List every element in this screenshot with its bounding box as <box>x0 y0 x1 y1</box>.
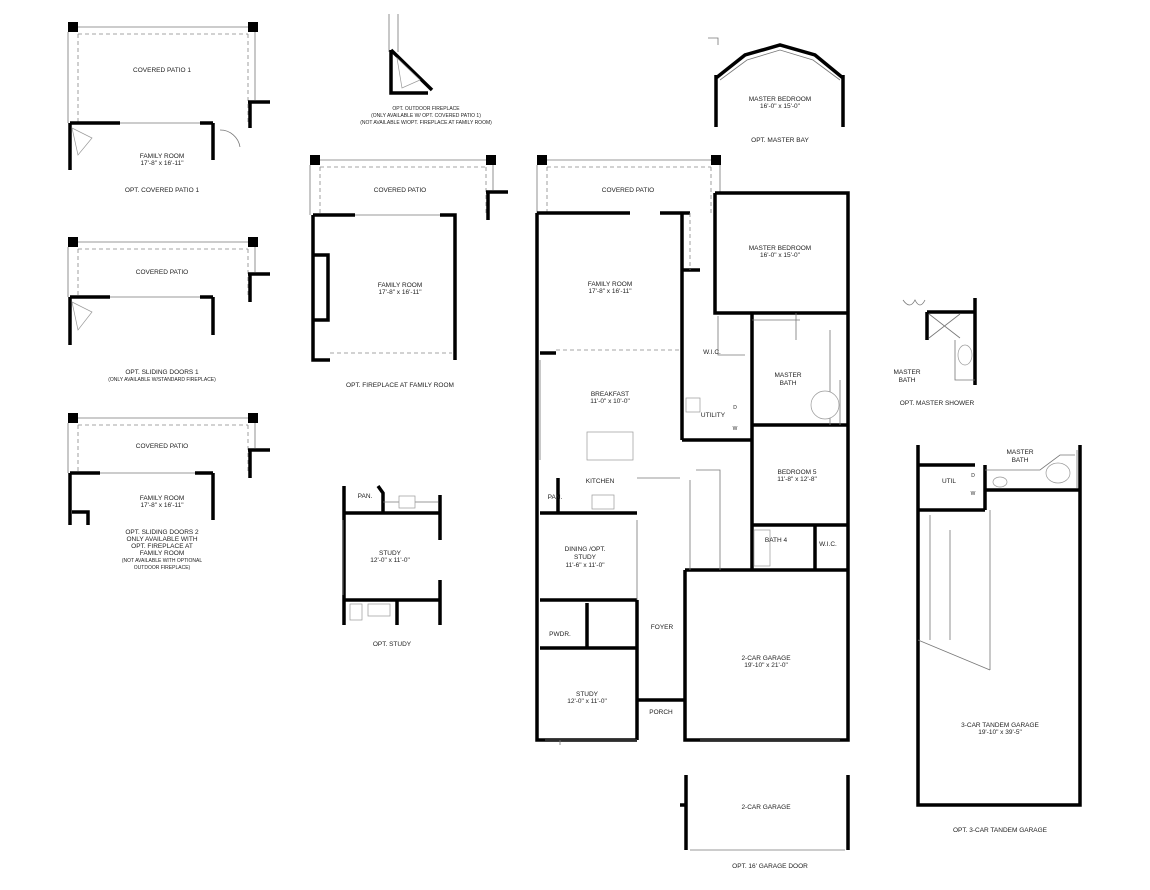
caption-line: OPT. FIREPLACE AT <box>131 543 193 550</box>
opt-sliding-doors-2: COVERED PATIO FAMILY ROOM 17'-8" x 16'-1… <box>67 413 270 571</box>
caption: OPT. MASTER BAY <box>751 137 809 144</box>
powder-label: PWDR. <box>549 631 571 638</box>
room-dims: 17'-8" x 16'-11" <box>378 289 422 296</box>
pan-label: PAN. <box>358 493 373 500</box>
patio-label: COVERED PATIO <box>136 269 189 276</box>
opt-master-shower: MASTER BATH OPT. MASTER SHOWER <box>893 298 977 407</box>
garage-label: 2-CAR GARAGE <box>741 655 791 662</box>
foyer-label: FOYER <box>651 624 674 631</box>
garage-label: 3-CAR TANDEM GARAGE <box>961 722 1039 729</box>
caption: OPT. FIREPLACE AT FAMILY ROOM <box>346 382 454 389</box>
caption-line: (NOT AVAILABLE WITH OPTIONAL <box>122 558 203 564</box>
patio-label: COVERED PATIO <box>374 187 427 194</box>
kitchen-label: KITCHEN <box>586 478 615 485</box>
room-label: MASTER BEDROOM <box>749 96 811 103</box>
main-floor-plan: COVERED PATIO FAMILY ROOM 17'-8" x 16'-1… <box>535 155 850 745</box>
caption: OPT. STUDY <box>373 641 412 648</box>
room-dims: 17'-8" x 16'-11" <box>140 502 184 509</box>
room-label: FAMILY ROOM <box>140 495 185 502</box>
utility-label: UTILITY <box>701 412 726 419</box>
caption: OPT. COVERED PATIO 1 <box>125 187 200 194</box>
opt-outdoor-fireplace: OPT. OUTDOOR FIREPLACE (ONLY AVAILABLE W… <box>360 14 492 126</box>
room-dims: 17'-8" x 16'-11" <box>140 160 184 167</box>
caption-line: ONLY AVAILABLE WITH <box>126 536 197 543</box>
caption: OPT. MASTER SHOWER <box>900 400 975 407</box>
dryer-label: D <box>733 405 737 411</box>
opt-covered-patio-1: COVERED PATIO 1 FAMILY ROOM 17'-8" x 16'… <box>67 22 270 194</box>
util-label: UTIL <box>942 478 956 485</box>
family-room-dims: 17'-8" x 16'-11" <box>588 288 632 295</box>
opt-master-bay: MASTER BEDROOM 16'-0" x 15'-0" OPT. MAST… <box>708 37 845 144</box>
room-dims: 16'-0" x 15'-0" <box>760 103 801 110</box>
caption: OPT. 3-CAR TANDEM GARAGE <box>953 827 1048 834</box>
patio-label: COVERED PATIO <box>136 443 189 450</box>
room-dims: 12'-0" x 11'-0" <box>370 557 410 564</box>
room-label: FAMILY ROOM <box>140 153 185 160</box>
porch-label: PORCH <box>649 709 673 716</box>
bedroom5-dims: 11'-8" x 12'-8" <box>777 476 817 483</box>
study-label: STUDY <box>576 691 599 698</box>
dining-dims: 11'-6" x 11'-0" <box>565 562 605 569</box>
caption-line: OPT. SLIDING DOORS 1 <box>125 369 199 376</box>
opt-fireplace-family-room: COVERED PATIO FAMILY ROOM 17'-8" x 16'-1… <box>309 155 508 389</box>
caption-line: (ONLY AVAILABLE W/STANDARD FIREPLACE) <box>108 377 216 383</box>
pantry-label: PAN. <box>548 494 563 501</box>
caption-line: OUTDOOR FIREPLACE) <box>134 565 191 571</box>
bath-label: MASTER <box>1006 449 1033 456</box>
room-label: MASTER <box>893 369 920 376</box>
washer-label: W <box>971 491 976 497</box>
caption-line: (ONLY AVAILABLE W/ OPT. COVERED PATIO 1) <box>371 113 481 119</box>
garage-dims: 19'-10" x 21'-0" <box>744 662 788 669</box>
patio-label: COVERED PATIO 1 <box>133 67 191 74</box>
washer-label: W <box>733 426 738 432</box>
opt-3-car-tandem-garage: MASTER BATH UTIL D W 3-CAR TANDEM GARAGE… <box>916 445 1082 834</box>
master-bedroom-dims: 16'-0" x 15'-0" <box>760 252 801 259</box>
caption-line: OPT. SLIDING DOORS 2 <box>125 529 199 536</box>
opt-study: PAN. STUDY 12'-0" x 11'-0" OPT. STUDY <box>342 484 442 648</box>
opt-sliding-doors-1: COVERED PATIO OPT. SLIDING DOORS 1 (ONLY… <box>67 237 270 383</box>
room-label: BATH <box>899 377 916 384</box>
room-label: STUDY <box>379 550 402 557</box>
dryer-label: D <box>971 473 975 479</box>
breakfast-label: BREAKFAST <box>591 391 629 398</box>
caption-line: OPT. OUTDOOR FIREPLACE <box>392 106 460 112</box>
room-label: FAMILY ROOM <box>378 282 423 289</box>
caption-line: (NOT AVAILABLE W/OPT. FIREPLACE AT FAMIL… <box>360 120 492 126</box>
master-bedroom-label: MASTER BEDROOM <box>749 245 811 252</box>
wic-label: W.I.C. <box>703 349 721 356</box>
bedroom5-label: BEDROOM 5 <box>777 469 816 476</box>
wic2-label: W.I.C. <box>819 541 837 548</box>
family-room-label: FAMILY ROOM <box>588 281 633 288</box>
caption-line: FAMILY ROOM <box>140 550 185 557</box>
master-bath-label: MASTER <box>774 372 801 379</box>
breakfast-dims: 11'-0" x 10'-0" <box>590 398 630 405</box>
master-bath-label: BATH <box>780 380 797 387</box>
bath-label: BATH <box>1012 457 1029 464</box>
opt-16-garage-door: 2-CAR GARAGE OPT. 16' GARAGE DOOR <box>680 775 850 870</box>
dining-label: DINING /OPT. <box>565 546 606 553</box>
caption: OPT. 16' GARAGE DOOR <box>732 863 808 870</box>
covered-patio-label: COVERED PATIO <box>602 187 655 194</box>
bath4-label: BATH 4 <box>765 537 788 544</box>
garage-label: 2-CAR GARAGE <box>741 804 791 811</box>
dining-label: STUDY <box>574 554 597 561</box>
garage-dims: 19'-10" x 39'-5" <box>978 729 1022 736</box>
study-dims: 12'-0" x 11'-0" <box>567 698 607 705</box>
